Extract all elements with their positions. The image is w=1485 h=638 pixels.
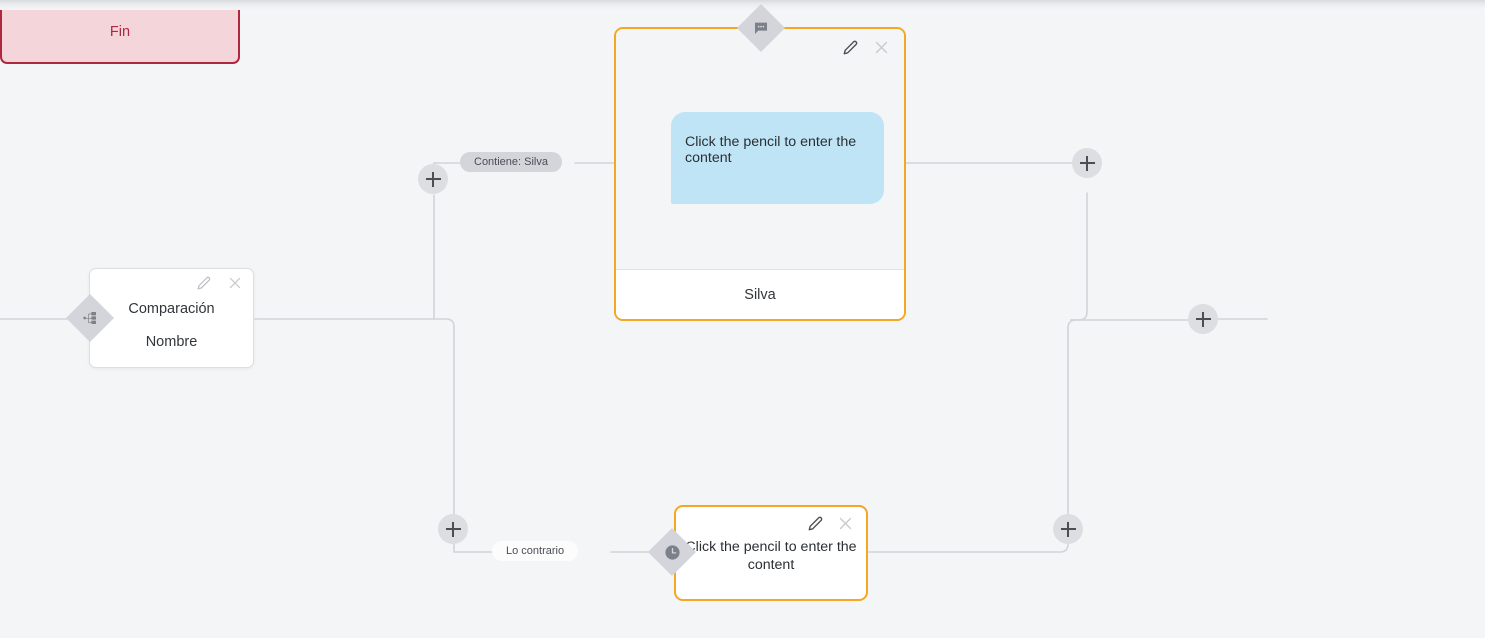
node-message-top[interactable]: Click the pencil to enter the content Si… <box>614 27 906 321</box>
edge-label-contrario[interactable]: Lo contrario <box>492 541 579 561</box>
clock-icon-badge[interactable] <box>647 527 697 577</box>
add-node-button-bottom-right[interactable] <box>1053 514 1083 544</box>
node-comparison[interactable]: Comparación Nombre <box>89 268 254 368</box>
add-node-button-before-fin[interactable] <box>1188 304 1218 334</box>
pencil-icon[interactable] <box>842 39 859 56</box>
add-node-button-top-right[interactable] <box>1072 148 1102 178</box>
card-tools-comparison <box>195 274 243 291</box>
close-icon[interactable] <box>226 274 243 291</box>
chat-bubble-icon-badge[interactable] <box>736 3 786 53</box>
add-node-button-bottom-left[interactable] <box>438 514 468 544</box>
close-icon[interactable] <box>873 39 890 56</box>
node-message-top-body: Click the pencil to enter the content <box>616 29 904 269</box>
node-message-bottom[interactable]: Click the pencil to enter the content <box>674 505 868 601</box>
chat-bubble-placeholder[interactable]: Click the pencil to enter the content <box>671 112 884 204</box>
node-message-bottom-text[interactable]: Click the pencil to enter the content <box>685 539 857 574</box>
edge-label-contiene[interactable]: Contiene: Silva <box>460 152 562 172</box>
add-node-button-top-left[interactable] <box>418 164 448 194</box>
node-fin-label: Fin <box>109 24 131 40</box>
card-tools-message-top <box>842 39 890 56</box>
pencil-icon[interactable] <box>807 515 824 532</box>
clock-icon <box>663 543 681 561</box>
node-fin[interactable]: Fin <box>0 0 240 64</box>
close-icon[interactable] <box>837 515 854 532</box>
node-comparison-title: Comparación <box>128 301 215 317</box>
card-tools-message-bottom <box>807 515 854 532</box>
chat-bubble-icon <box>752 19 770 37</box>
pencil-icon[interactable] <box>195 274 212 291</box>
node-comparison-subtitle: Nombre <box>145 334 198 351</box>
branch-icon-badge[interactable] <box>65 293 115 343</box>
node-message-top-footer: Silva <box>616 269 904 319</box>
branch-icon <box>81 309 99 327</box>
